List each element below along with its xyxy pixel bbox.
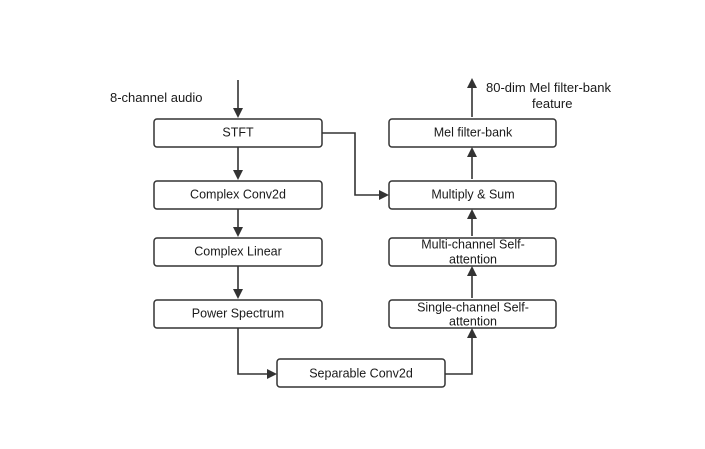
node-multi-channel-label-line2: attention <box>449 252 497 266</box>
output-label-line1: 80-dim Mel filter-bank <box>486 80 611 95</box>
edge-separable-conv2d-to-single-channel <box>445 328 477 375</box>
node-single-channel-label-line2: attention <box>449 314 497 328</box>
node-mel-filter-bank-label: Mel filter-bank <box>434 125 513 139</box>
node-stft-label: STFT <box>222 125 254 139</box>
node-single-channel-self-attention: Single-channel Self- attention <box>388 299 557 329</box>
node-separable-conv2d-label: Separable Conv2d <box>309 366 413 380</box>
node-complex-linear-label: Complex Linear <box>194 244 282 258</box>
edge-power-spectrum-to-separable-conv2d <box>237 328 277 379</box>
output-label-line2: feature <box>532 96 572 111</box>
node-separable-conv2d: Separable Conv2d <box>276 358 446 388</box>
node-multiply-sum: Multiply & Sum <box>388 180 557 210</box>
node-single-channel-label-line1: Single-channel Self- <box>417 300 529 314</box>
node-mel-filter-bank: Mel filter-bank <box>388 118 557 148</box>
node-complex-conv2d-label: Complex Conv2d <box>190 187 286 201</box>
node-power-spectrum: Power Spectrum <box>153 299 323 329</box>
node-multi-channel-label-line1: Multi-channel Self- <box>421 237 525 251</box>
node-power-spectrum-label: Power Spectrum <box>192 306 284 320</box>
node-stft: STFT <box>153 118 323 148</box>
edges <box>233 78 477 379</box>
edge-stft-to-multiply-sum <box>322 132 389 200</box>
node-complex-linear: Complex Linear <box>153 237 323 267</box>
node-multi-channel-self-attention: Multi-channel Self- attention <box>388 237 557 267</box>
node-multiply-sum-label: Multiply & Sum <box>431 187 514 201</box>
node-complex-conv2d: Complex Conv2d <box>153 180 323 210</box>
input-label: 8-channel audio <box>110 90 203 105</box>
